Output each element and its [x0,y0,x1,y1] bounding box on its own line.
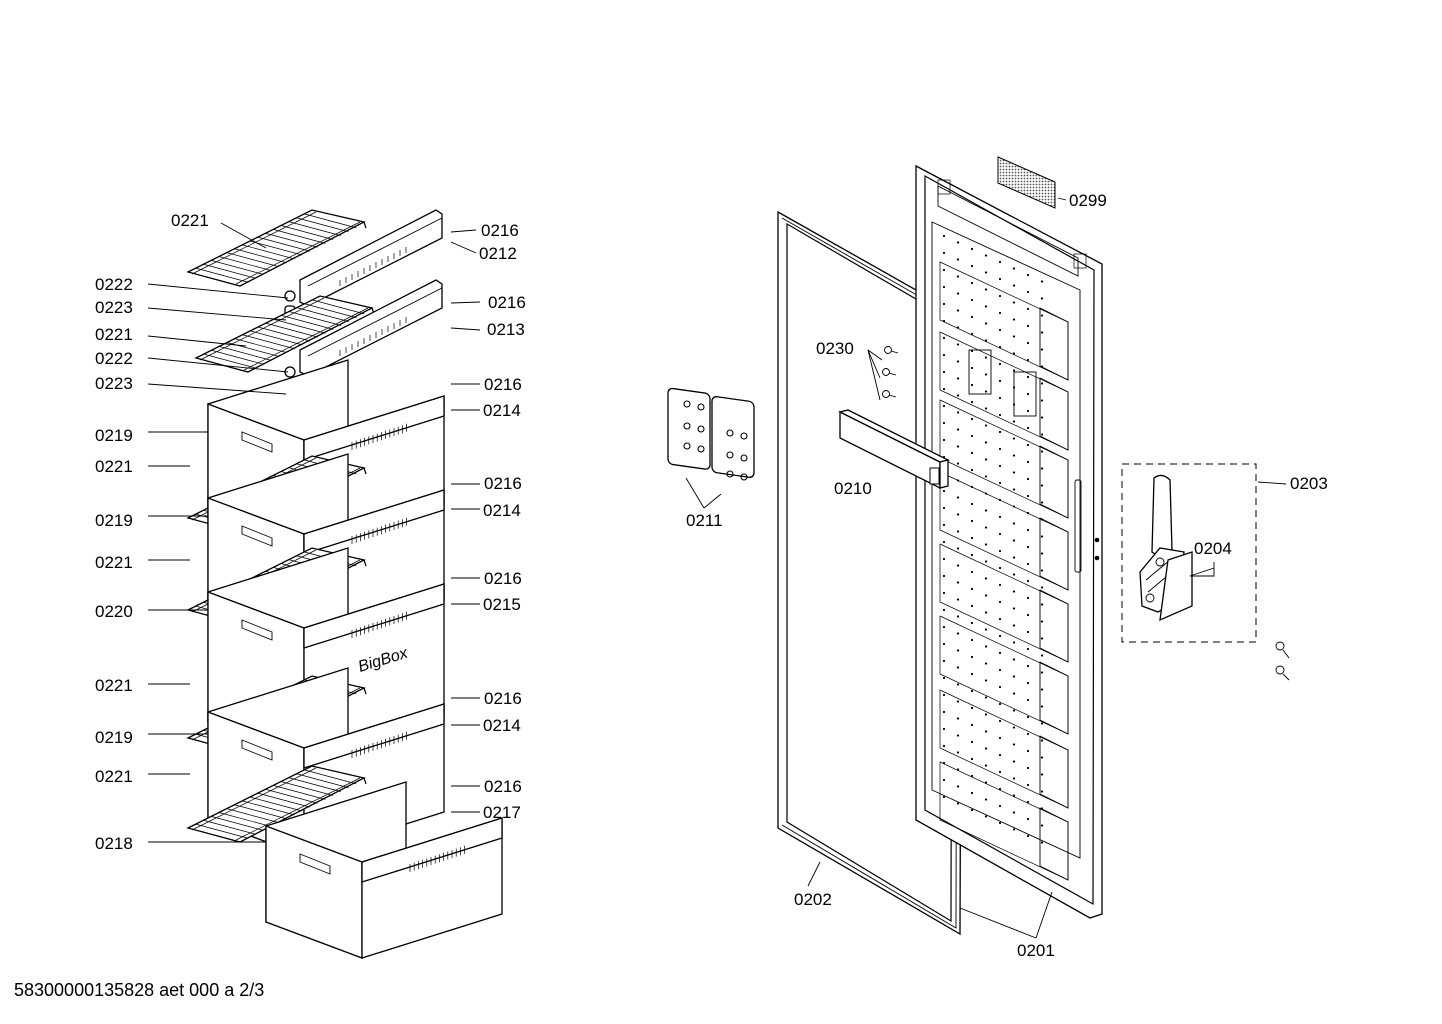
label-0214: 0214 [483,716,521,735]
door-liner [915,164,1103,919]
label-0216: 0216 [484,689,522,708]
wire-shelf-top [186,209,367,287]
drawing-reference: 58300000135828 aet 000 a 2/3 [14,980,265,1000]
label-0221: 0221 [95,676,133,695]
label-0222: 0222 [95,275,133,294]
label-0203: 0203 [1290,474,1328,493]
hinge-assembly [1121,463,1290,681]
screw-set [882,346,899,398]
glass-shelf-rail-2 [299,279,443,377]
label-0221: 0221 [95,553,133,572]
label-0219: 0219 [95,728,133,747]
label-0217: 0217 [483,803,521,822]
label-0230: 0230 [816,339,854,358]
label-0201: 0201 [1017,941,1055,960]
label-0220: 0220 [95,602,133,621]
label-0223: 0223 [95,298,133,317]
label-0215: 0215 [483,595,521,614]
label-0222: 0222 [95,349,133,368]
label-0216: 0216 [484,777,522,796]
label-0218: 0218 [95,834,133,853]
label-0216: 0216 [481,221,519,240]
wire-shelf-6 [186,765,367,843]
leader-lines [147,197,1287,939]
door-handle [838,409,950,490]
rating-plate [997,156,1056,209]
label-0221: 0221 [95,767,133,786]
label-0210: 0210 [834,479,872,498]
label-0221: 0221 [171,211,209,230]
wire-shelf-2 [194,295,375,373]
drawer-and-shelf-stack: BigBox [186,209,503,959]
label-0216: 0216 [484,375,522,394]
ice-pack-pair [667,387,755,509]
label-0213: 0213 [487,320,525,339]
part-labels: 0221 0216 0212 0222 0223 0216 0213 0221 … [95,191,1328,960]
hinge-screws [1275,641,1290,681]
label-0216: 0216 [484,569,522,588]
label-0212: 0212 [479,244,517,263]
label-0214: 0214 [483,501,521,520]
label-0221: 0221 [95,325,133,344]
label-0211: 0211 [686,511,723,530]
label-0214: 0214 [483,401,521,420]
label-0219: 0219 [95,426,133,445]
drawer-bottom [265,781,503,959]
label-0219: 0219 [95,511,133,530]
glass-shelf-rail-1 [299,209,443,307]
label-0216: 0216 [488,293,526,312]
label-0204: 0204 [1194,539,1232,558]
label-0202: 0202 [794,890,832,909]
label-0223: 0223 [95,374,133,393]
label-0221: 0221 [95,457,133,476]
label-0216: 0216 [484,474,522,493]
label-0299: 0299 [1069,191,1107,210]
